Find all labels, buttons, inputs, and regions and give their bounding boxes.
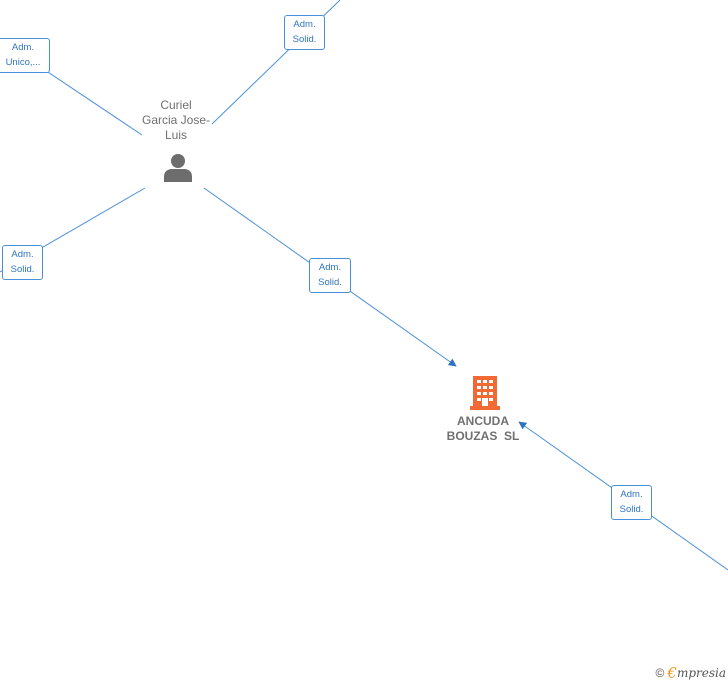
person-name-line3: Luis	[164, 128, 187, 142]
edge-label-line1: Adm.	[620, 489, 643, 500]
edge-label-line2: Unico,...	[5, 57, 41, 68]
edge-label-line2: Solid.	[619, 504, 644, 515]
building-icon[interactable]	[470, 375, 500, 411]
edge-label-adm-solid-top[interactable]: Adm. Solid.	[284, 15, 325, 50]
copyright-icon: ©	[655, 666, 665, 680]
edge-label-adm-solid-middle[interactable]: Adm. Solid.	[309, 258, 351, 293]
person-name[interactable]: Curiel Garcia Jose- Luis	[131, 98, 221, 143]
edge-label-line1: Adm.	[318, 262, 342, 273]
edge-label-line1: Adm.	[293, 19, 316, 30]
edge-label-line2: Solid.	[10, 264, 35, 275]
edge-label-adm-solid-bottom[interactable]: Adm. Solid.	[611, 485, 652, 520]
company-name-line1: ANCUDA	[457, 414, 509, 428]
empresia-credit: © €mpresia	[656, 664, 726, 682]
company-name-line2: BOUZAS SL	[446, 429, 520, 443]
edge-label-line2: Solid.	[292, 34, 317, 45]
empresia-logo-initial: €	[667, 664, 677, 682]
person-name-line1: Curiel	[160, 98, 192, 112]
person-icon[interactable]	[163, 153, 193, 183]
edge-label-adm-solid-left[interactable]: Adm. Solid.	[2, 245, 43, 280]
edge-label-line2: Solid.	[318, 277, 342, 288]
empresia-logo-text: mpresia	[676, 666, 726, 680]
person-name-line2: Garcia Jose-	[141, 113, 211, 127]
edge-label-line1: Adm.	[11, 249, 34, 260]
edge-label-adm-unico[interactable]: Adm. Unico,...	[0, 38, 50, 73]
company-name[interactable]: ANCUDA BOUZAS SL	[428, 414, 538, 444]
edge-label-line1: Adm.	[11, 42, 35, 53]
